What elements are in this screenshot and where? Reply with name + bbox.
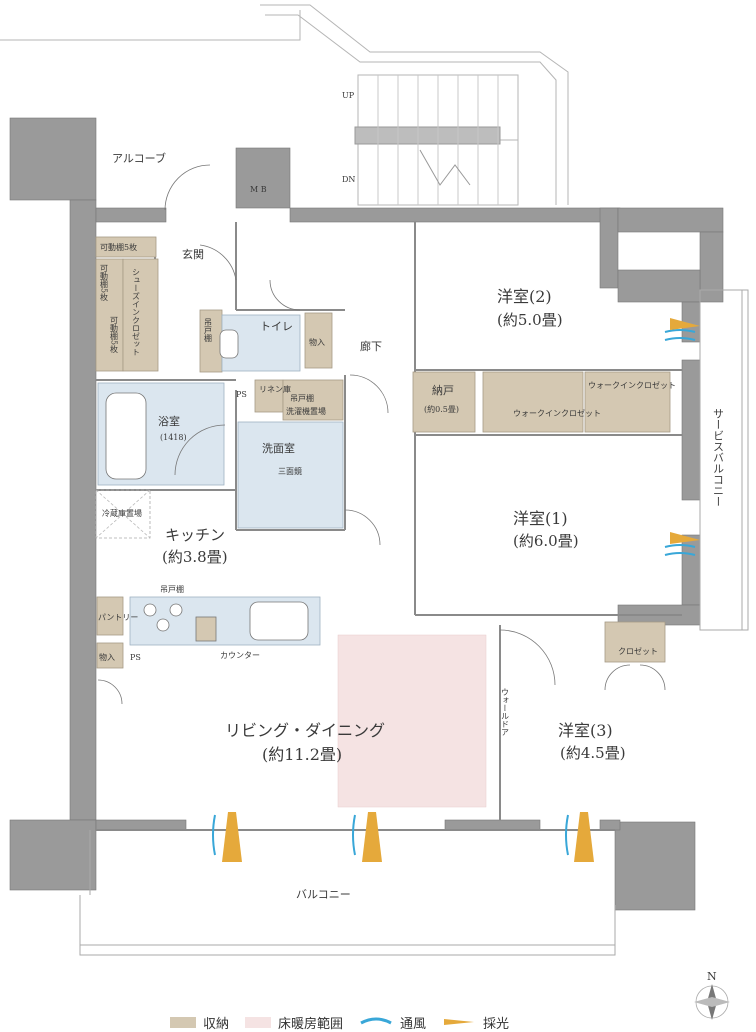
legend-storage: 収納: [170, 1013, 229, 1032]
label-ps2: PS: [130, 653, 141, 662]
room-western1: 洋室(1): [513, 509, 568, 528]
label-closet: クロゼット: [618, 646, 658, 656]
service-balcony-outline: [699, 289, 749, 631]
room-mb: M B: [250, 185, 267, 194]
label-shelf-b: 可動棚5枚: [110, 316, 119, 354]
room-kitchen-size: (約3.8畳): [162, 548, 228, 566]
legend-floor-heating: 床暖房範囲: [245, 1013, 343, 1032]
floor-heating-swatch: [245, 1016, 272, 1028]
label-nando: 納戸: [432, 384, 454, 397]
floor-heating-area: [337, 634, 487, 808]
ventilation-markers: [212, 329, 696, 856]
label-shelf-a: 可動棚5枚: [100, 264, 109, 302]
legend-wind: 通風: [359, 1013, 426, 1032]
label-ps1: PS: [236, 390, 247, 399]
fixtures: [95, 329, 309, 642]
stair-down-label: DN: [342, 175, 355, 184]
label-storage-in-2: 物入: [99, 652, 115, 662]
north-compass: N: [694, 970, 730, 1020]
label-hanging-kitchen: 吊戸棚: [160, 584, 184, 594]
label-wic-2: ウォークインクロゼット: [513, 408, 601, 418]
storage-swatch: [170, 1016, 196, 1028]
light-icon: [444, 1019, 475, 1025]
balcony-outline: [79, 830, 616, 956]
label-linen: リネン庫: [259, 384, 291, 394]
label-counter: カウンター: [220, 651, 260, 660]
north-label: N: [707, 970, 717, 983]
room-western1-size: (約6.0畳): [513, 532, 579, 550]
room-living-size: (約11.2畳): [262, 745, 342, 764]
label-hanging-1: 吊戸棚: [204, 318, 213, 343]
wind-icon: [360, 1017, 392, 1025]
legend-light: 採光: [442, 1013, 509, 1032]
room-living: リビング・ダイニング: [225, 721, 385, 740]
label-wall-door: ウォールドア: [501, 688, 510, 736]
legend-wind-label: 通風: [400, 1016, 427, 1032]
label-shoe-in-closet: シューズインクロゼット: [132, 268, 141, 356]
room-hallway: 廊下: [360, 339, 382, 353]
room-entrance: 玄関: [182, 247, 204, 261]
storage-areas: [95, 236, 671, 669]
label-fridge: 冷蔵庫置場: [102, 508, 142, 518]
room-western3-size: (約4.5畳): [560, 744, 626, 762]
label-washer: 洗濯機置場: [286, 406, 326, 416]
stair-up-label: UP: [342, 91, 355, 100]
room-western2-size: (約5.0畳): [497, 311, 563, 329]
legend-light-label: 採光: [483, 1016, 510, 1032]
label-wic-1: ウォークインクロゼット: [588, 380, 676, 390]
room-kitchen: キッチン: [165, 526, 225, 544]
room-service-balcony: サービスバルコニー: [712, 408, 725, 507]
door-swings: [97, 164, 666, 705]
outer-walls: [9, 117, 724, 911]
mirror-label: 三面鏡: [278, 466, 302, 476]
room-bath: 浴室: [158, 414, 180, 428]
room-western3: 洋室(3): [558, 721, 613, 740]
label-shelf-top: 可動棚5枚: [100, 242, 137, 252]
room-balcony: バルコニー: [296, 888, 351, 901]
label-hanging-washer: 吊戸棚: [290, 393, 314, 403]
legend-storage-label: 収納: [203, 1016, 230, 1032]
daylight-markers: [222, 318, 700, 862]
legend-floor-heating-label: 床暖房範囲: [278, 1016, 344, 1032]
label-pantry: パントリー: [98, 613, 138, 622]
legend: 収納 床暖房範囲 通風 採光: [170, 1013, 509, 1032]
stairwell: [0, 4, 569, 206]
room-bath-size: (1418): [160, 433, 187, 442]
label-nando-size: (約0.5畳): [424, 404, 459, 414]
room-western2: 洋室(2): [497, 287, 552, 306]
room-washroom: 洗面室: [262, 441, 295, 455]
label-storage-in-1: 物入: [309, 337, 325, 347]
room-alcove: アルコーブ: [112, 151, 166, 165]
room-toilet: トイレ: [260, 320, 293, 333]
